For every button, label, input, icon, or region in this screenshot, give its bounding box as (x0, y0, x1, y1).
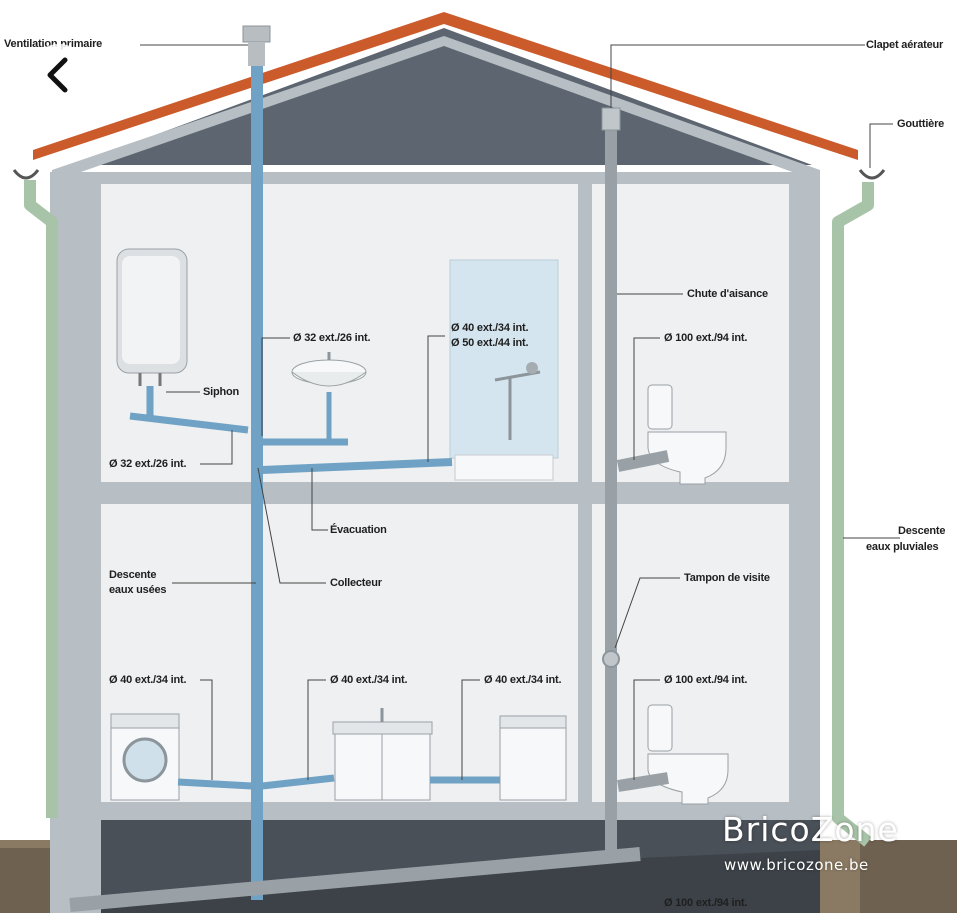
label-d100-wc-bas: Ø 100 ext./94 int. (664, 674, 748, 686)
back-button[interactable] (28, 44, 90, 106)
waste-water-pipes (129, 60, 500, 900)
chevron-left-icon (47, 57, 68, 93)
label-collecteur: Collecteur (330, 577, 382, 589)
leader-lines (140, 44, 900, 780)
label-tampon-visite: Tampon de visite (684, 572, 770, 584)
soil-stack (69, 110, 670, 912)
label-d40-douche: Ø 40 ext./34 int. (451, 322, 529, 334)
label-d32-chauffe-eau: Ø 32 ext./26 int. (109, 458, 187, 470)
air-admittance-valve (601, 107, 621, 131)
gutter-left-icon (12, 169, 40, 180)
vent-cap (242, 25, 271, 43)
label-d40-lave-linge: Ø 40 ext./34 int. (109, 674, 187, 686)
shower-cabin (449, 259, 559, 459)
label-clapet-aerateur: Clapet aérateur (866, 39, 944, 51)
inspection-plug (602, 650, 620, 668)
label-chute-aisance: Chute d'aisance (687, 288, 768, 300)
label-d100-sol: Ø 100 ext./94 int. (664, 897, 748, 909)
label-descente-eaux-usees-2: eaux usées (109, 584, 167, 596)
shower-head-icon (526, 362, 538, 374)
label-descente-eaux-pluviales-2: eaux pluviales (866, 541, 939, 553)
attic (74, 28, 812, 165)
washing-machine (110, 713, 180, 801)
room-lower-right (592, 504, 789, 802)
brand-name: BricoZone (722, 810, 899, 849)
label-d100-wc-haut: Ø 100 ext./94 int. (664, 332, 748, 344)
toilet-lower (647, 704, 729, 805)
label-d40-evier: Ø 40 ext./34 int. (330, 674, 408, 686)
gutter-right-icon (858, 169, 886, 180)
label-gouttiere: Gouttière (897, 118, 945, 130)
rainwater-pipes (24, 180, 874, 847)
label-d50-douche: Ø 50 ext./44 int. (451, 337, 529, 349)
label-d32-lavabo: Ø 32 ext./26 int. (293, 332, 371, 344)
label-evacuation: Évacuation (330, 524, 387, 536)
label-descente-eaux-usees-1: Descente (109, 569, 157, 581)
shower-tray (454, 454, 554, 481)
label-descente-eaux-pluviales-1: Descente (898, 525, 946, 537)
dishwasher (499, 715, 567, 801)
sink-cabinet (332, 708, 433, 801)
label-siphon: Siphon (203, 386, 240, 398)
brand-url: www.bricozone.be (724, 856, 869, 874)
label-d40-lave-vaisselle: Ø 40 ext./34 int. (484, 674, 562, 686)
